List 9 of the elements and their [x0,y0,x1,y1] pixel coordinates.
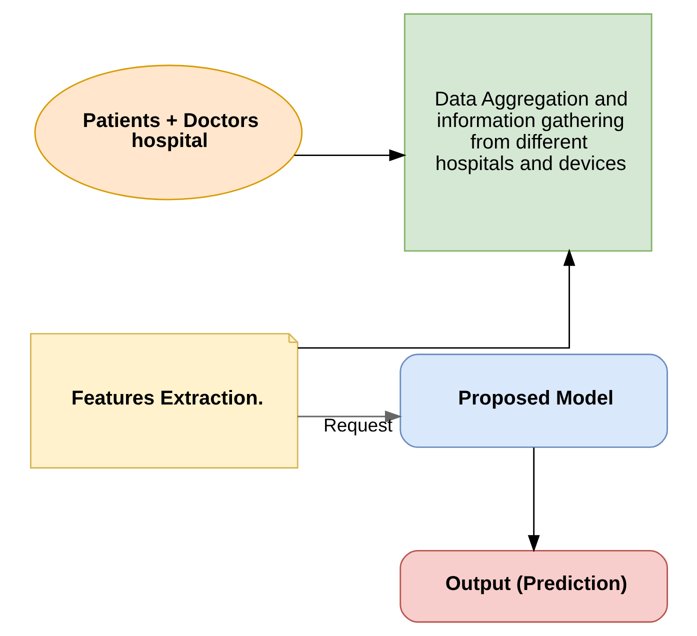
arrow [527,448,540,552]
node-box: Proposed Model [399,354,668,448]
node-box: Data Aggregation and information gathering from different hospitals and devices [403,13,652,252]
node-ellipse: Patients + Doctors hospital [34,64,302,200]
arrow [297,410,402,422]
edge-label: Request [322,414,392,436]
arrow [294,149,406,162]
node-box: Output (Prediction) [399,550,668,623]
arrow [297,248,575,349]
